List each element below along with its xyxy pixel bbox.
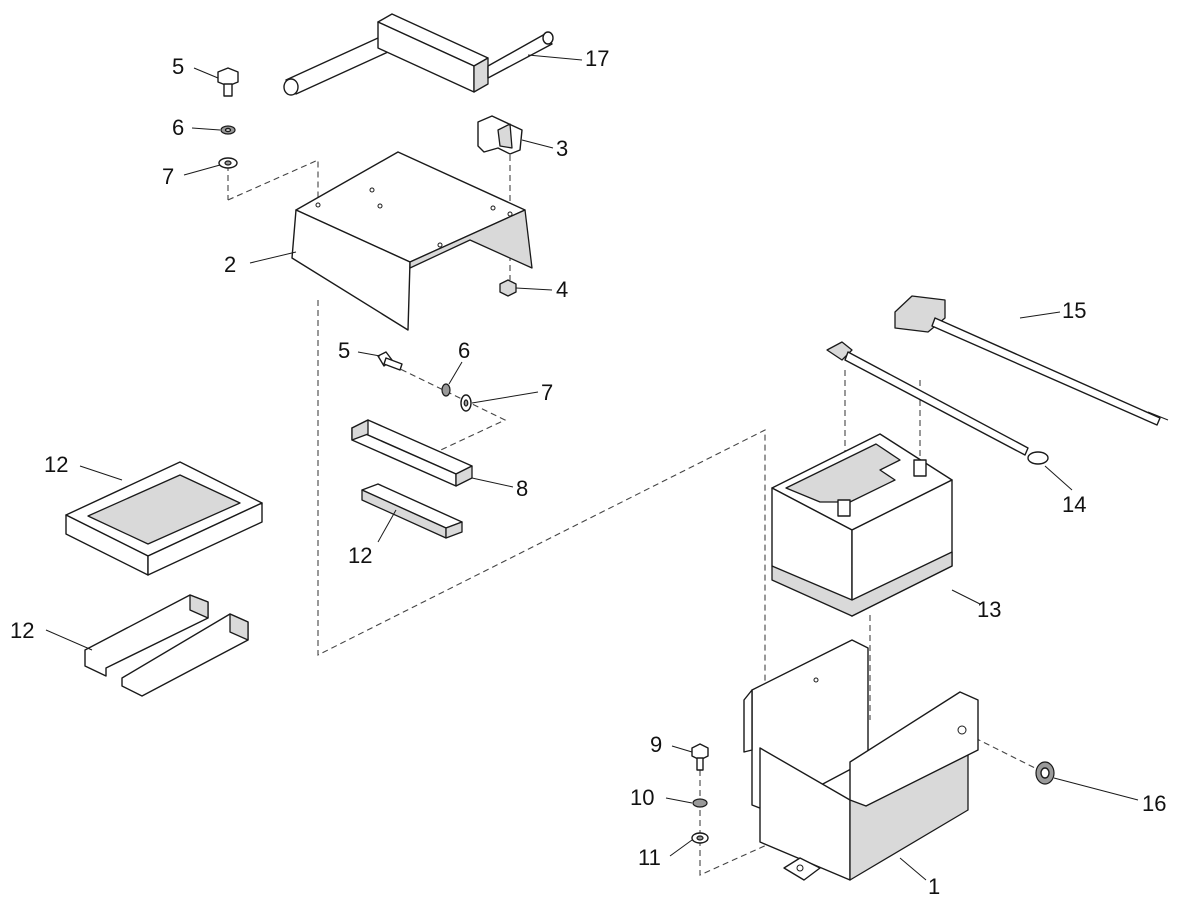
callout-6: 6 xyxy=(458,338,470,363)
callout-14: 14 xyxy=(1062,492,1086,517)
part-6-lock-washer-middle xyxy=(441,383,451,397)
callout-13: 13 xyxy=(977,597,1001,622)
callout-12: 12 xyxy=(10,618,34,643)
part-6-lock-washer-top xyxy=(220,125,236,135)
part-3-clip xyxy=(477,115,523,155)
callout-5: 5 xyxy=(338,338,350,363)
part-7-flat-washer-middle xyxy=(460,394,472,412)
part-11-flat-washer-bottom xyxy=(691,832,709,844)
part-15-cable-positive xyxy=(894,295,1169,426)
part-10-lock-washer-bottom xyxy=(692,798,708,808)
callout-8: 8 xyxy=(516,476,528,501)
callout-2: 2 xyxy=(224,252,236,277)
callout-15: 15 xyxy=(1062,298,1086,323)
callout-7: 7 xyxy=(541,380,553,405)
callout-11: 11 xyxy=(638,845,661,870)
part-4-nut xyxy=(499,279,517,297)
part-14-cable-negative xyxy=(826,341,1049,465)
part-17-handle-rod xyxy=(283,13,554,96)
part-5-bolt-middle xyxy=(377,351,403,371)
part-12-pad-middle xyxy=(361,483,463,539)
part-13-battery xyxy=(771,433,953,617)
part-12-u-pads xyxy=(84,594,249,697)
callout-3: 3 xyxy=(556,136,568,161)
callout-12: 12 xyxy=(44,452,68,477)
callout-1: 1 xyxy=(928,874,940,899)
callout-leader-lines xyxy=(45,54,1139,881)
part-7-flat-washer-top xyxy=(218,157,238,169)
callout-17: 17 xyxy=(585,46,609,71)
part-12-frame-pad xyxy=(65,461,263,576)
part-1-battery-box xyxy=(743,639,979,881)
callout-12: 12 xyxy=(348,543,372,568)
part-9-bolt-bottom xyxy=(691,743,709,771)
callout-6: 6 xyxy=(172,115,184,140)
callout-16: 16 xyxy=(1142,791,1166,816)
callout-5: 5 xyxy=(172,54,184,79)
callout-7: 7 xyxy=(162,164,174,189)
part-5-bolt-top xyxy=(217,67,239,97)
part-16-grommet xyxy=(1035,761,1055,785)
callout-10: 10 xyxy=(630,785,654,810)
part-2-battery-cover xyxy=(291,151,533,331)
callout-labels: 17 5 6 7 3 2 4 5 6 7 8 12 12 12 15 14 13… xyxy=(10,46,1166,899)
callout-4: 4 xyxy=(556,277,568,302)
part-8-bracket xyxy=(351,419,473,487)
callout-9: 9 xyxy=(650,732,662,757)
